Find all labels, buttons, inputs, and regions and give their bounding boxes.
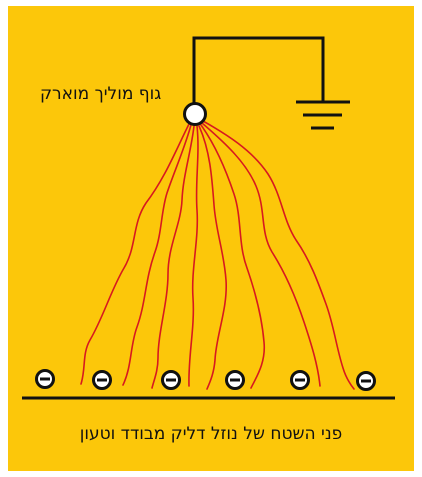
discharge-line (188, 125, 199, 387)
negative-charge-icon (290, 370, 310, 390)
negative-charge-icon (225, 370, 245, 390)
negative-charge-icon (356, 371, 376, 391)
negative-charge-icon (92, 370, 112, 390)
conductor-terminal (183, 102, 207, 126)
discharge-line (200, 124, 266, 389)
negative-charge-icon (35, 369, 55, 389)
grounded-conductor-label: גוף מוליך מוארק (40, 84, 162, 104)
ground-wire (192, 36, 325, 105)
discharge-line (201, 122, 321, 387)
negative-charges (35, 369, 376, 391)
discharge-line (122, 124, 192, 386)
discharge-line (151, 125, 195, 389)
discharge-line (198, 125, 228, 390)
ground-icon (296, 100, 350, 130)
discharge-lines (80, 120, 355, 390)
liquid-surface-label: פני השטח של נוזל דליק מבודד וטעון (79, 424, 343, 444)
negative-charge-icon (161, 370, 181, 390)
discharge-line (80, 123, 190, 385)
discharge-line (202, 120, 355, 390)
diagram-background (8, 6, 414, 471)
ground-connection (192, 36, 325, 105)
